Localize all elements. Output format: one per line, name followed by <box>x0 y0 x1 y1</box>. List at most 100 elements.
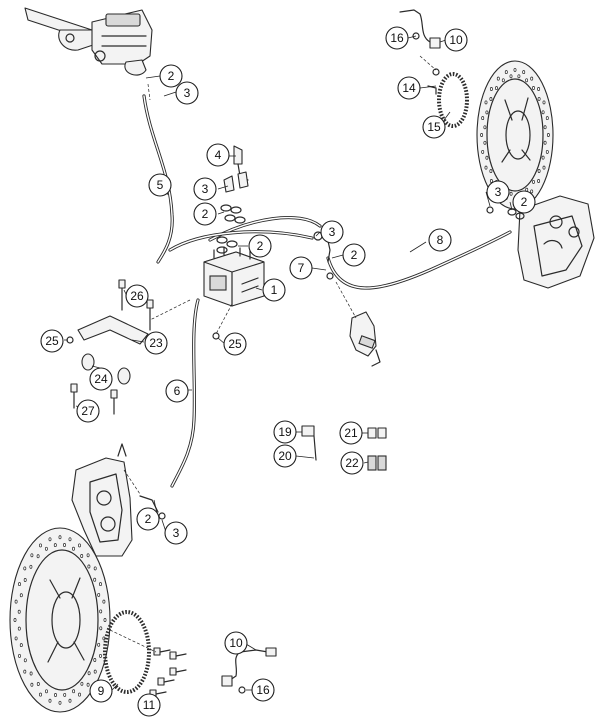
disc-hole <box>23 658 27 663</box>
disc-hole <box>29 564 33 569</box>
svg-text:10: 10 <box>449 33 463 47</box>
callout-25-abs: 25 <box>223 332 247 356</box>
disc-hole <box>30 682 34 687</box>
disc-hole <box>68 537 72 542</box>
svg-text:22: 22 <box>345 456 359 470</box>
callout-24: 24 <box>89 367 113 391</box>
svg-text:3: 3 <box>184 86 191 100</box>
disc-hole <box>14 636 18 641</box>
disc-hole <box>489 169 493 174</box>
disc-hole <box>23 669 27 674</box>
callout-19: 19 <box>273 420 297 444</box>
disc-hole <box>72 689 76 694</box>
svg-text:2: 2 <box>521 195 528 209</box>
callout-16-rear: 16 <box>385 26 409 50</box>
disc-hole <box>78 543 81 548</box>
disc-hole <box>63 543 66 547</box>
callout-10-front: 10 <box>224 631 248 655</box>
disc-hole <box>542 100 546 105</box>
disc-hole <box>545 116 549 121</box>
disc-hole <box>29 671 33 676</box>
disc-hole <box>480 133 484 137</box>
disc-hole <box>93 577 97 582</box>
disc-hole <box>530 76 534 81</box>
svg-text:11: 11 <box>143 698 156 712</box>
disc-hole <box>54 693 57 697</box>
disc-hole <box>93 658 97 662</box>
disc-hole <box>543 140 547 145</box>
callout-11: 11 <box>137 693 161 717</box>
svg-text:10: 10 <box>229 636 243 650</box>
disc-hole <box>509 191 513 196</box>
disc-hole <box>517 74 521 79</box>
disc-hole <box>87 564 91 569</box>
callout-3-line: 3 <box>320 220 344 244</box>
callout-10-rear: 10 <box>444 28 468 52</box>
callout-2-front: 2 <box>136 507 160 531</box>
rear-wheel-speed-sensor <box>399 9 441 95</box>
callout-16-front: 16 <box>251 678 275 702</box>
disc-hole <box>13 618 17 622</box>
disc-hole <box>97 592 101 597</box>
disc-hole <box>509 74 513 79</box>
svg-text:23: 23 <box>149 336 163 350</box>
svg-text:16: 16 <box>256 683 270 697</box>
disc-hole <box>481 149 485 154</box>
disc-hole <box>99 626 103 631</box>
disc-hole <box>530 189 534 194</box>
brake-line-6 <box>170 298 200 488</box>
svg-text:2: 2 <box>257 239 264 253</box>
disc-hole <box>501 78 505 83</box>
disc-hole <box>45 689 48 694</box>
callout-14: 14 <box>397 76 421 100</box>
disc-hole <box>48 537 52 542</box>
svg-text:3: 3 <box>329 225 336 239</box>
disc-hole <box>48 698 52 703</box>
callout-6: 6 <box>165 379 189 403</box>
front-brake-disc <box>9 527 111 713</box>
disc-hole <box>541 110 545 115</box>
disc-hole <box>543 125 547 130</box>
disc-hole <box>532 86 535 90</box>
svg-text:26: 26 <box>130 289 144 303</box>
callout-9: 9 <box>89 679 113 703</box>
svg-text:6: 6 <box>174 384 181 398</box>
svg-text:25: 25 <box>45 334 59 348</box>
leader-lines <box>64 35 513 705</box>
svg-text:7: 7 <box>298 261 305 275</box>
disc-hole <box>99 609 103 614</box>
brake-line-8 <box>326 230 512 290</box>
callout-2-master: 2 <box>159 64 183 88</box>
callout-2-abs-lower: 2 <box>248 234 272 258</box>
callout-2-line: 2 <box>342 243 366 267</box>
disc-hole <box>93 669 97 674</box>
disc-hole <box>36 682 40 686</box>
brake-pad-parts <box>301 425 387 471</box>
disc-hole <box>18 653 21 658</box>
front-abs-sensor-ring <box>103 610 151 694</box>
rear-brake-caliper <box>486 195 595 289</box>
disc-hole <box>86 553 90 558</box>
svg-text:14: 14 <box>402 81 416 95</box>
rear-brake-master-cylinder <box>313 231 381 367</box>
svg-text:15: 15 <box>427 120 441 134</box>
svg-text:2: 2 <box>202 207 209 221</box>
disc-hole <box>504 70 508 75</box>
front-disc-holes <box>13 535 107 705</box>
disc-hole <box>23 578 27 582</box>
disc-hole <box>484 100 488 105</box>
svg-text:5: 5 <box>157 178 164 192</box>
disc-hole <box>489 87 493 91</box>
svg-text:25: 25 <box>228 337 242 351</box>
disc-hole <box>93 566 97 571</box>
disc-hole <box>545 149 549 154</box>
disc-hole <box>537 87 541 91</box>
disc-hole <box>86 682 90 687</box>
callout-15: 15 <box>422 115 446 139</box>
disc-hole <box>495 86 498 91</box>
disc-hole <box>58 535 62 540</box>
brake-line-upper <box>168 216 322 252</box>
callout-3-abs: 3 <box>193 177 217 201</box>
disc-hole <box>80 554 84 558</box>
